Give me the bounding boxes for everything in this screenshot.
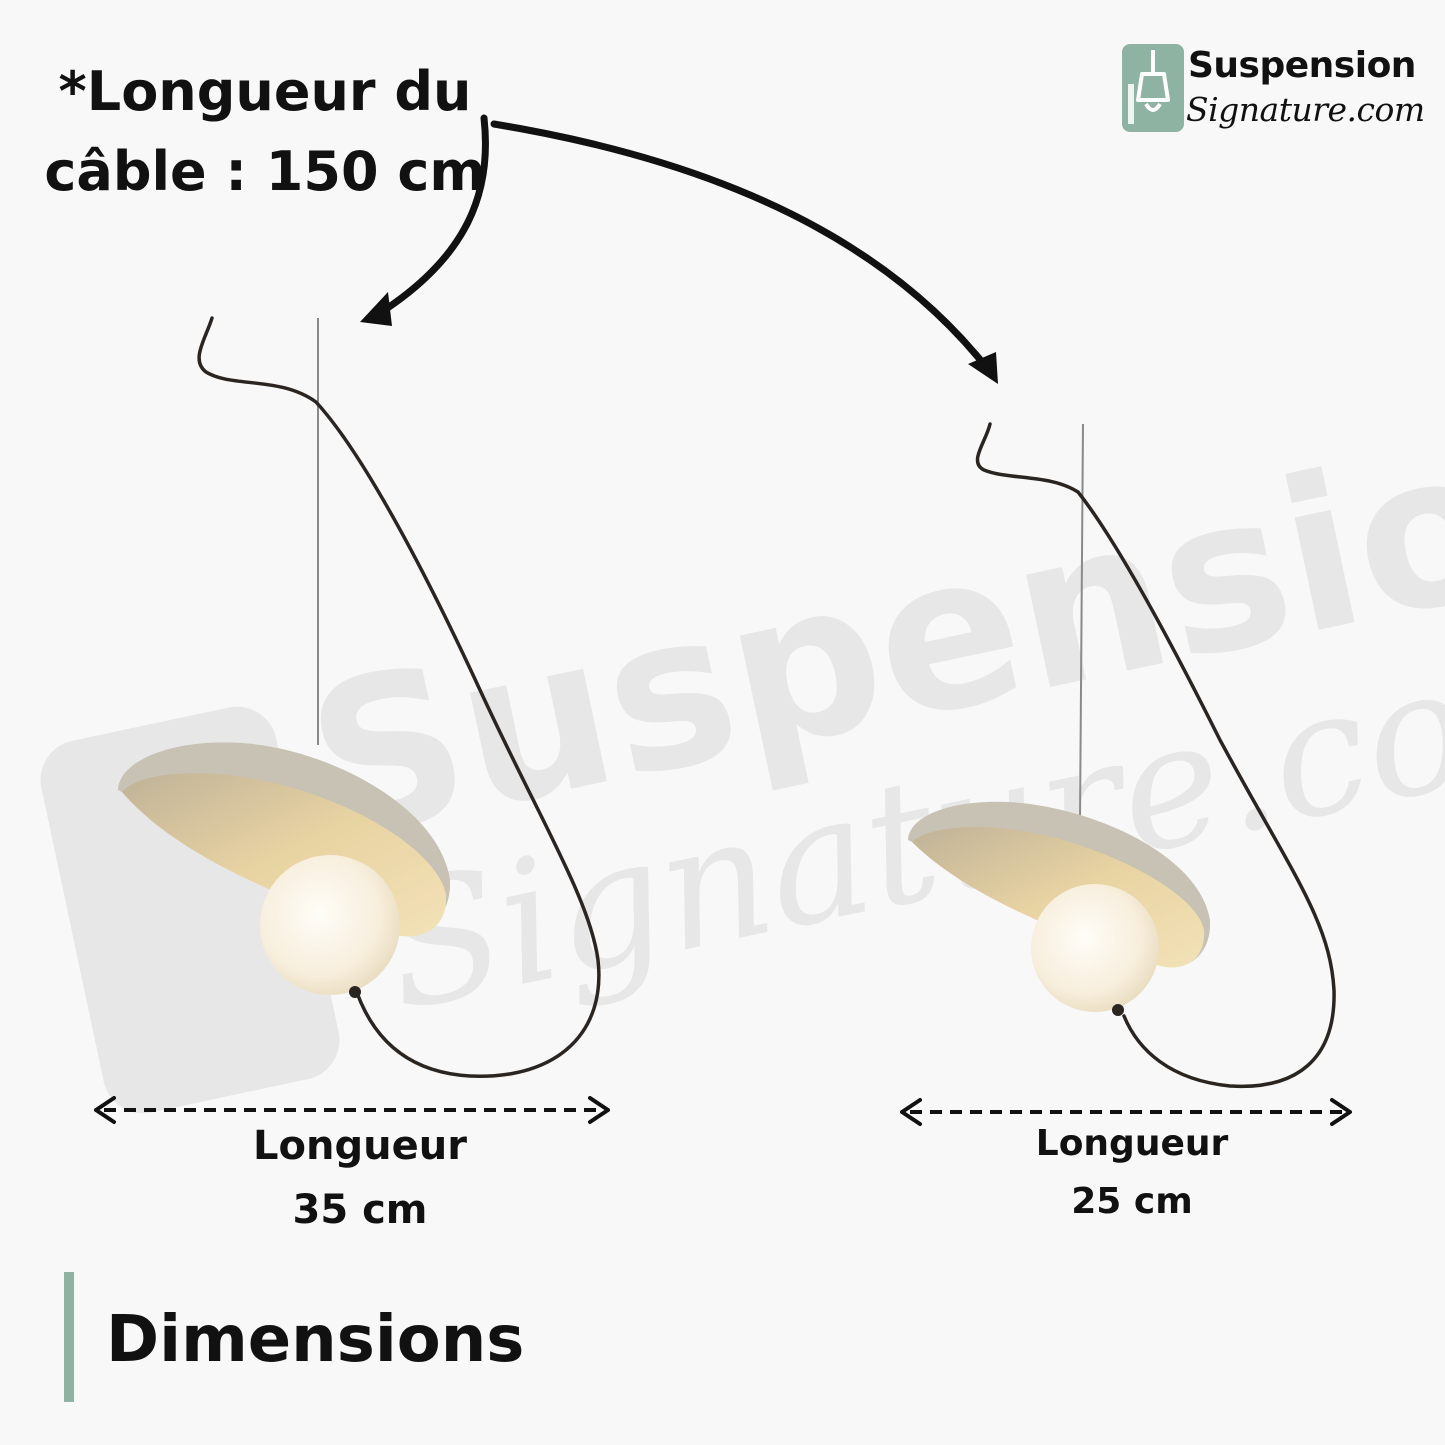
dimension-value: 35 cm — [292, 1187, 428, 1233]
lamp-globe — [260, 855, 400, 995]
cable-note-line1: *Longueur du — [58, 60, 472, 123]
dimension-line-small — [900, 1098, 1352, 1126]
section-title: Dimensions — [106, 1303, 525, 1377]
pendant-lamp-small — [908, 422, 1336, 1089]
lamp-globe — [1031, 884, 1159, 1012]
lamp-small-dimension: Longueur 25 cm — [982, 1126, 1282, 1220]
cable-length-note: *Longueur du câble : 150 cm — [30, 52, 500, 212]
logo-script: Signature.com — [1186, 90, 1425, 129]
lamp-base — [349, 986, 361, 998]
cable-note-line2: câble : 150 cm — [44, 140, 486, 203]
dimension-line-large — [94, 1096, 610, 1124]
brand-logo[interactable]: Suspension Signature.com — [1122, 44, 1425, 136]
cable-arrow-left — [368, 114, 490, 322]
dimension-value: 25 cm — [1071, 1181, 1193, 1222]
power-cable — [975, 422, 1336, 1089]
dimension-label: Longueur — [253, 1123, 467, 1169]
lamp-large-dimension: Longueur 35 cm — [210, 1126, 510, 1230]
suspension-wire — [1079, 423, 1084, 821]
cable-arrowhead-left — [360, 292, 392, 326]
lamp-icon — [1122, 44, 1184, 132]
pendant-lamp-large — [118, 316, 601, 1078]
section-accent-bar — [64, 1272, 74, 1402]
logo-wordmark: Suspension — [1188, 45, 1416, 86]
power-cable — [197, 316, 601, 1078]
dimension-label: Longueur — [1035, 1123, 1229, 1164]
lamp-base — [1112, 1004, 1124, 1016]
cable-arrowhead-right — [968, 352, 998, 384]
cable-arrow-right — [490, 120, 994, 376]
